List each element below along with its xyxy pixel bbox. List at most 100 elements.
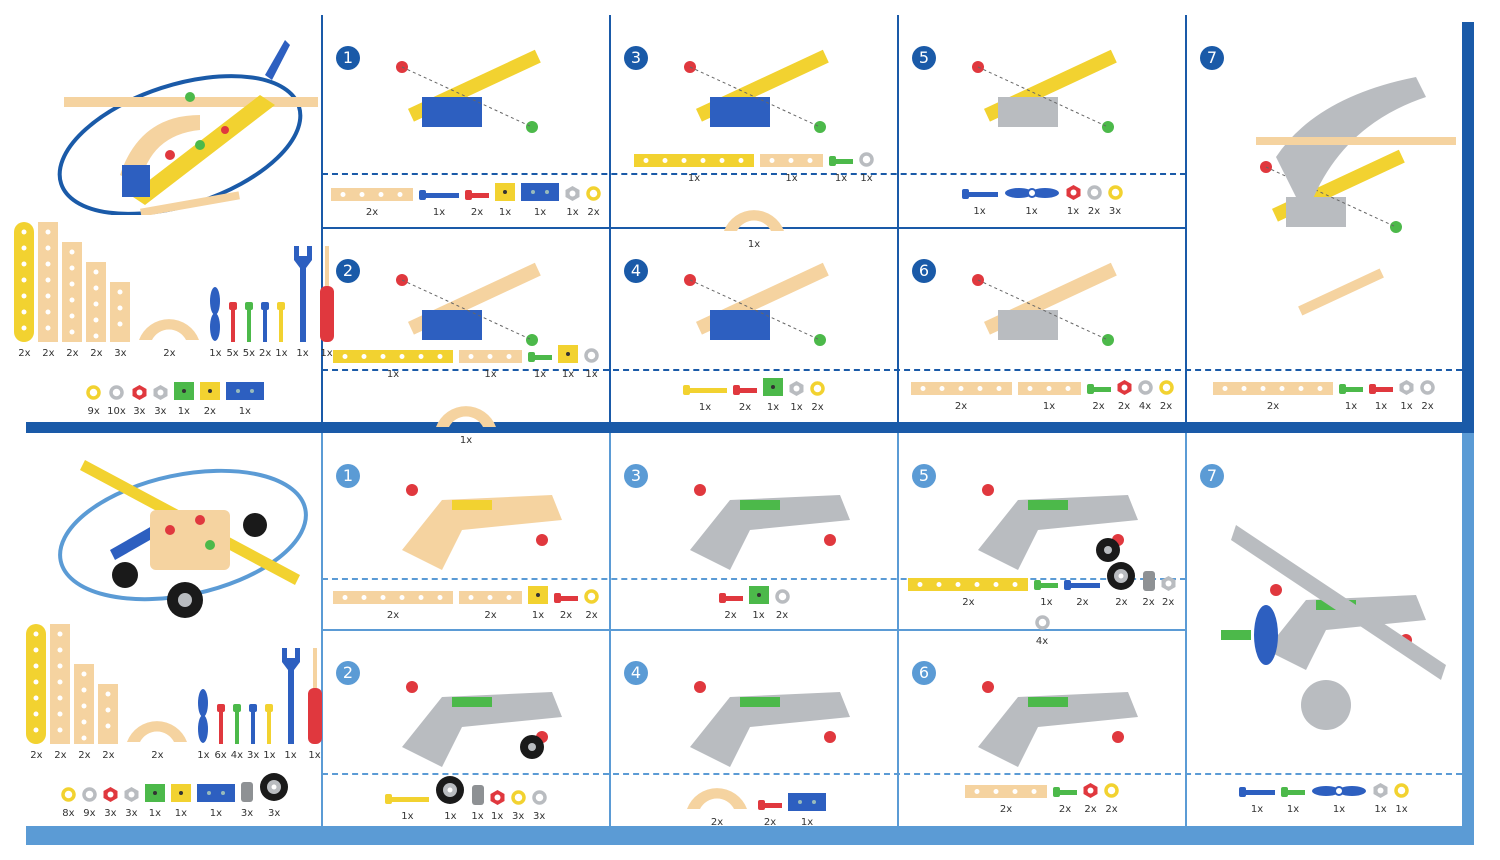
part-quantity: 2x: [775, 610, 789, 621]
arc-icon: [122, 702, 192, 748]
screw-icon: [465, 186, 489, 205]
part-quantity: 1x: [1066, 205, 1080, 217]
overview-part: 1x: [225, 382, 264, 418]
overview-part: 1x: [196, 784, 235, 820]
nut-icon: [1117, 379, 1132, 399]
prop-icon: [1311, 783, 1367, 802]
overview-part: 1x: [144, 784, 165, 820]
airplane-step-illustration: [1216, 455, 1456, 789]
step-part: 1x: [1017, 380, 1081, 413]
cube-icon: [748, 586, 769, 608]
cube-icon: [558, 345, 578, 367]
overview-part: 1x: [306, 648, 324, 762]
part-quantity: 3x: [125, 808, 138, 819]
cube-icon: [528, 586, 548, 608]
beam-icon: [1213, 380, 1333, 399]
screw-icon: [733, 381, 757, 400]
step-part: 2x: [1104, 782, 1119, 816]
part-quantity: 9x: [87, 406, 100, 417]
step-part: 2x: [965, 783, 1047, 816]
step-part: 1x: [333, 348, 453, 381]
washer-icon: [1394, 782, 1409, 802]
step-part: 1x: [558, 345, 578, 381]
washer-icon: [86, 385, 101, 404]
overview-part: 2x: [14, 222, 35, 360]
part-quantity: 3x: [114, 348, 127, 359]
screw-icon: [1339, 380, 1363, 399]
part-quantity: 2x: [259, 348, 272, 359]
step-part: 1x: [859, 151, 874, 185]
step-part: 1x: [385, 790, 430, 823]
overview-part: 9x: [82, 787, 97, 820]
airplane-step-illustration: [928, 455, 1168, 589]
vscrew-icon: [216, 704, 226, 748]
step-part: 2x: [1161, 575, 1176, 609]
part-quantity: 2x: [710, 817, 724, 828]
washer-icon: [584, 589, 599, 608]
overview-part: 3x: [259, 772, 289, 820]
wheel-icon: [1106, 561, 1136, 595]
part-quantity: 1x: [785, 172, 798, 184]
block-icon: [196, 784, 235, 806]
step-part: 3x: [531, 790, 547, 823]
wheel-icon: [435, 775, 465, 809]
part-quantity: 2x: [738, 402, 752, 413]
vprop-icon: [208, 286, 222, 346]
cube-icon: [144, 784, 165, 806]
overview-part: 2x: [86, 262, 107, 360]
overview-part: 2x: [38, 222, 59, 360]
part-quantity: 2x: [484, 610, 497, 621]
part-quantity: 2x: [1087, 205, 1101, 217]
step-part: 2x: [1142, 570, 1155, 609]
part-quantity: 1x: [284, 750, 297, 761]
overview-part: 2x: [74, 664, 95, 762]
step-part: 1x: [471, 785, 484, 823]
screw-icon: [1086, 380, 1111, 399]
part-quantity: 2x: [1092, 400, 1105, 412]
nut-icon: [153, 385, 168, 404]
overview-part: 3x: [103, 787, 118, 820]
step-part: 1x: [1394, 782, 1409, 816]
part-quantity: 3x: [154, 406, 167, 417]
beam-icon: [459, 589, 522, 608]
step-part: 2x: [1083, 782, 1098, 816]
screw-icon: [1064, 576, 1101, 595]
vbeam-icon: [86, 262, 107, 346]
step-part: 2x: [1086, 380, 1111, 413]
part-quantity: 2x: [763, 817, 777, 828]
step-part: 1x: [763, 378, 783, 414]
step-part: 1x: [760, 152, 823, 185]
step-part: 1x: [634, 152, 754, 185]
part-quantity: 2x: [962, 596, 975, 608]
step-part: 2x: [459, 589, 522, 622]
step-part: 1x: [719, 191, 789, 251]
screw-icon: [1281, 783, 1305, 802]
parts-divider: [322, 578, 1186, 580]
nut-icon: [124, 787, 139, 806]
step-part: 1x: [1339, 380, 1363, 413]
part-quantity: 1x: [491, 811, 504, 822]
step-part: 2x: [810, 381, 825, 414]
part-quantity: 3x: [104, 808, 117, 819]
part-quantity: 1x: [834, 172, 848, 184]
step-part: 2x: [718, 589, 743, 622]
part-quantity: 2x: [1162, 596, 1175, 608]
part-quantity: 1x: [444, 811, 457, 822]
part-quantity: 1x: [790, 402, 803, 413]
washer-icon: [859, 151, 874, 171]
overview-part: 9x: [86, 385, 101, 418]
part-quantity: 1x: [1374, 803, 1387, 815]
vscrew-icon: [276, 302, 286, 346]
helicopter-step-number: 4: [624, 259, 648, 283]
screw-icon: [385, 790, 430, 809]
step-part: 2x: [1053, 783, 1077, 816]
part-quantity: 1x: [484, 369, 497, 380]
beam-icon: [333, 589, 453, 608]
wheel-icon: [259, 772, 289, 806]
airplane-step-illustration: [640, 652, 880, 786]
screw-icon: [1034, 576, 1059, 595]
screw-icon: [554, 589, 578, 608]
